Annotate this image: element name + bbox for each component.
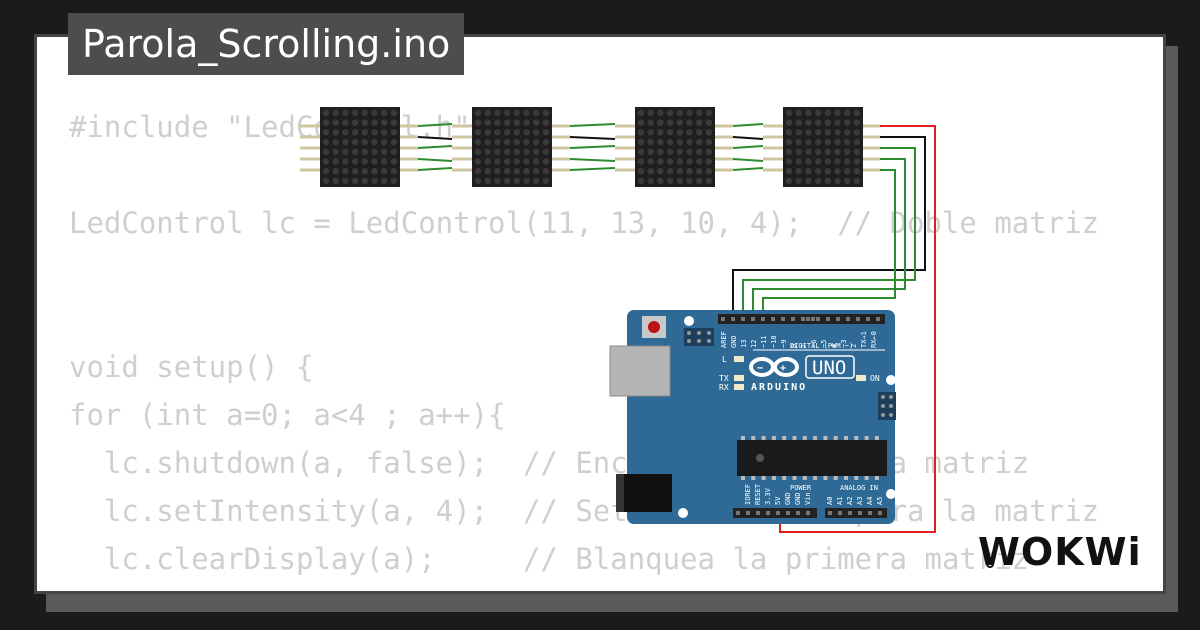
analog-label: ANALOG IN [840, 484, 878, 492]
led-matrix-chain [300, 107, 881, 187]
pin-label: Vin [804, 492, 812, 505]
pin-label: 12 [750, 340, 758, 348]
tx-label: TX [719, 374, 729, 383]
pin-label: 2 [850, 344, 858, 348]
pin-label: A0 [826, 497, 834, 505]
on-label: ON [870, 374, 880, 383]
wire-vcc [779, 125, 936, 533]
wokwi-chip-icon [986, 560, 994, 568]
pin-label: A1 [836, 497, 844, 505]
pin-label: 5V [774, 496, 782, 505]
wokwi-logo[interactable]: WOKWi [978, 528, 1150, 576]
pin-label: GND [784, 492, 792, 505]
rx-led [734, 384, 744, 390]
power-label: POWER [790, 484, 812, 492]
l-led [734, 356, 744, 362]
pin-label: ~10 [770, 335, 778, 348]
digital-header[interactable] [718, 314, 885, 324]
arduino-infinity-logo [749, 357, 799, 377]
svg-text:+: + [780, 363, 786, 374]
pin-label: 13 [740, 340, 748, 348]
pin-label: RX←0 [870, 331, 878, 348]
pin-label: IOREF [744, 484, 752, 505]
atmega-chip [737, 436, 887, 480]
led-matrix-module[interactable] [763, 107, 881, 187]
code-line: lc.clearDisplay(a); // Blanquea la prime… [103, 542, 1030, 576]
wire-clk [762, 169, 896, 318]
wire-din [742, 147, 916, 318]
pin-label: A4 [866, 497, 874, 505]
pin-label: A5 [876, 497, 884, 505]
power-analog-header[interactable] [733, 508, 887, 518]
power-jack [616, 474, 672, 512]
code-line: } [69, 590, 86, 591]
pin-label: 7 [800, 344, 808, 348]
pin-label: ~6 [810, 340, 818, 348]
pin-label: GND [794, 492, 802, 505]
pin-label: RESET [754, 483, 762, 505]
wire-cs [752, 158, 906, 318]
pin-label: ~11 [760, 335, 768, 348]
pin-label: AREF [720, 331, 728, 348]
pin-label: ~5 [820, 340, 828, 348]
led-matrix-module[interactable] [300, 107, 418, 187]
l-label: L [722, 355, 727, 364]
project-preview-card[interactable]: #include "LedControl.h" LedControl lc = … [34, 34, 1166, 594]
pin-label: ~9 [780, 340, 788, 348]
pin-label: A3 [856, 497, 864, 505]
model-label: UNO [812, 357, 846, 379]
pin-label: 3.3V [764, 487, 772, 505]
usb-port [609, 345, 671, 397]
on-led [856, 375, 866, 381]
code-line: void setup() { [69, 350, 314, 384]
brand-label: ARDUINO [751, 382, 807, 393]
led-matrix-module[interactable] [452, 107, 570, 187]
tx-led [734, 375, 744, 381]
digital-label: DIGITAL (PWM ~) [790, 342, 853, 350]
pin-label: A2 [846, 497, 854, 505]
arduino-wires [732, 125, 936, 533]
code-line: for (int a=0; a<4 ; a++){ [69, 398, 506, 432]
inter-module-wires [417, 123, 764, 171]
pin-label: TX→1 [860, 331, 868, 348]
wokwi-logo-text: WOKWi [978, 530, 1142, 574]
pin-label: 4 [830, 344, 838, 348]
code-line: LedControl lc = LedControl(11, 13, 10, 4… [69, 206, 1100, 240]
led-matrix-module[interactable] [615, 107, 733, 187]
svg-text:−: − [757, 363, 763, 374]
pin-label: ~3 [840, 340, 848, 348]
pin-label: GND [730, 335, 738, 348]
wire-gnd [732, 136, 926, 318]
rx-label: RX [719, 383, 729, 392]
project-title[interactable]: Parola_Scrolling.ino [68, 13, 465, 75]
pin-label: 8 [790, 344, 798, 348]
